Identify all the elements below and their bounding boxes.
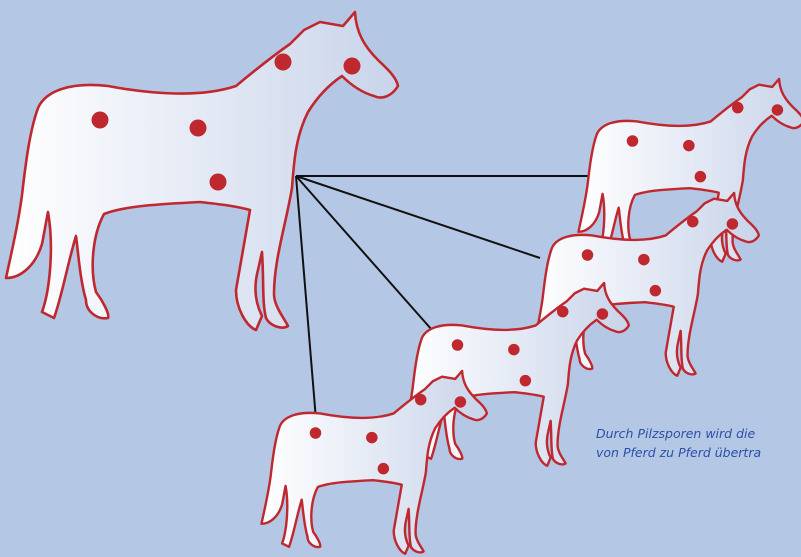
- infection-spot: [92, 112, 109, 129]
- horse-small-4: [261, 371, 486, 554]
- caption-line-1: Durch Pilzsporen wird die: [596, 424, 801, 443]
- infection-spot: [366, 432, 378, 444]
- infection-spot: [597, 308, 609, 320]
- infection-spot: [582, 249, 594, 261]
- caption-line-2: von Pferd zu Pferd übertra: [596, 443, 801, 462]
- infection-spot: [378, 463, 390, 475]
- infection-spot: [687, 216, 699, 228]
- infection-spot: [415, 394, 427, 406]
- infection-spot: [557, 306, 569, 318]
- horse-large-source: [6, 12, 398, 330]
- infection-spot: [727, 218, 739, 230]
- infection-spot: [508, 344, 519, 356]
- infection-spot: [650, 285, 662, 297]
- infection-spot: [627, 135, 639, 147]
- infection-spot: [344, 58, 361, 75]
- infection-spot: [310, 427, 322, 439]
- infection-spot: [638, 254, 650, 266]
- infection-spot: [772, 104, 784, 116]
- infection-spot: [190, 120, 207, 137]
- infection-spot: [683, 140, 695, 151]
- infection-spot: [695, 171, 707, 183]
- infection-spot: [210, 174, 227, 191]
- infection-spot: [275, 54, 292, 71]
- caption: Durch Pilzsporen wird die von Pferd zu P…: [596, 424, 801, 462]
- infection-spot: [732, 102, 744, 114]
- infection-spot: [455, 396, 467, 408]
- infection-spot: [520, 375, 532, 387]
- infection-spot: [452, 339, 464, 351]
- connector-line: [296, 176, 316, 420]
